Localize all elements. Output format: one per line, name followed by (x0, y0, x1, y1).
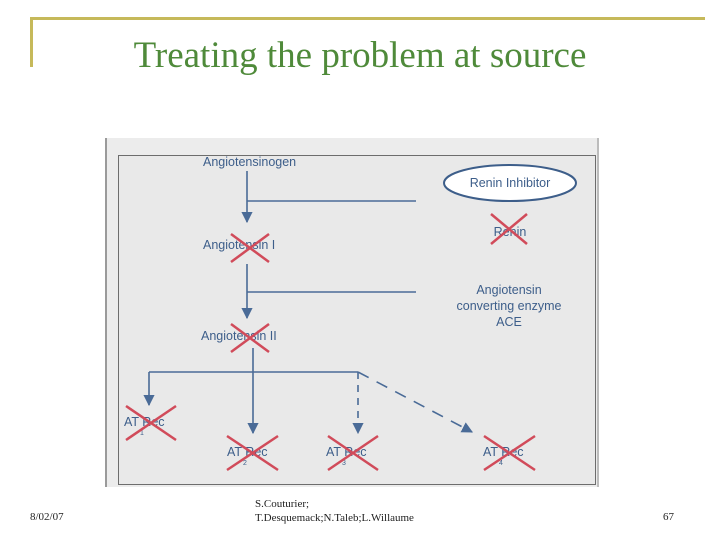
at-rec-1-cross (125, 404, 177, 442)
footer-date: 8/02/07 (30, 511, 64, 523)
slide-title: Treating the problem at source (133, 35, 587, 76)
ace-label-line1: Angiotensin (476, 283, 541, 297)
angiotensin-1-cross (230, 232, 270, 264)
renin-cross (490, 213, 528, 245)
at-rec-4-sub: 4 (499, 460, 503, 467)
at-rec-2-cross (226, 434, 279, 472)
at-rec-4-cross (483, 434, 536, 472)
footer-authors-line1: S.Couturier; (255, 498, 310, 510)
at-rec-1-sub: 1 (140, 430, 144, 437)
ace-label-line3: ACE (496, 315, 522, 329)
ace-label-line2: converting enzyme (457, 299, 562, 313)
slide-frame-top (30, 17, 705, 20)
renin-inhibitor-ellipse (443, 164, 577, 202)
slide-frame-left (30, 17, 33, 67)
arrow-to-at4 (357, 371, 473, 433)
at-rec-3-sub: 3 (342, 460, 346, 467)
at-rec-2-sub: 2 (243, 460, 247, 467)
angiotensin-2-cross (230, 322, 270, 354)
at-rec-3-cross (327, 434, 379, 472)
angiotensinogen-label: Angiotensinogen (203, 155, 296, 169)
footer-page-number: 67 (663, 511, 674, 523)
footer-authors-line2: T.Desquemack;N.Taleb;L.Willaume (255, 512, 414, 524)
renin-inhibitor-label: Renin Inhibitor (470, 176, 551, 190)
